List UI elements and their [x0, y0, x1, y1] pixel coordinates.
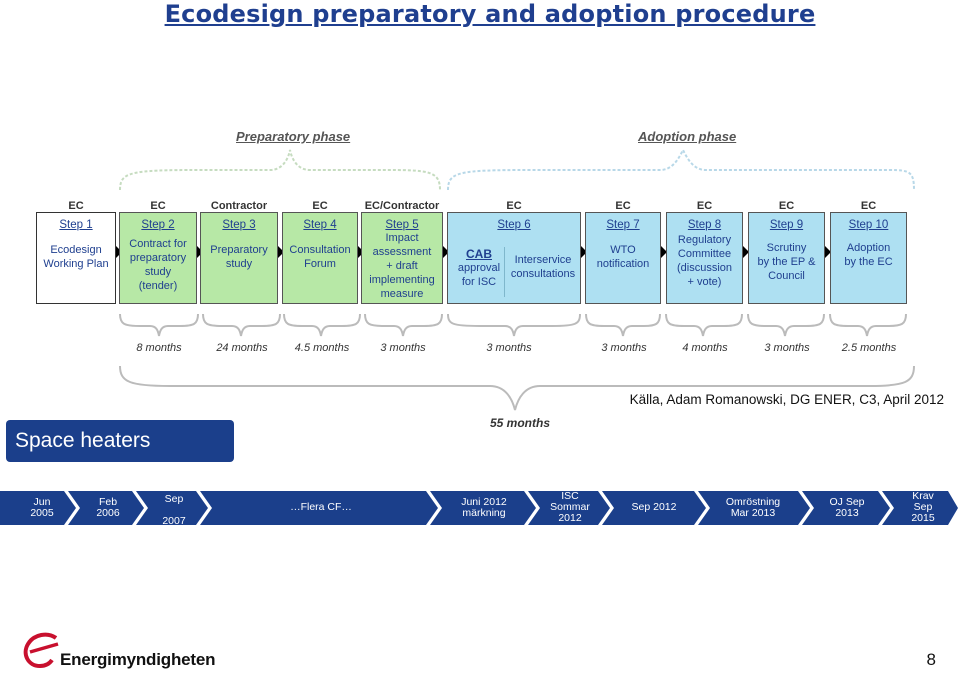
step-1-box: Step 1 Ecodesign Working Plan	[36, 212, 116, 304]
timeline-label: OJ Sep 2013	[829, 496, 865, 519]
step-7-title: Step 7	[606, 219, 640, 231]
step-6-divider	[504, 247, 505, 297]
step-1-text: Ecodesign Working Plan	[43, 244, 109, 270]
energimyndigheten-logo-icon	[23, 632, 59, 669]
timeline-chevron	[882, 491, 958, 525]
page-title: Ecodesign preparatory and adoption proce…	[164, 0, 816, 28]
page-number: 8	[926, 650, 936, 669]
step-4-box: Step 4 Consultation Forum	[282, 212, 358, 304]
step-4-text: Consultation Forum	[289, 244, 351, 270]
step-1-title: Step 1	[59, 219, 93, 231]
adoption-phase-brace	[447, 147, 915, 191]
step-3-title: Step 3	[222, 219, 256, 231]
total-duration-brace	[119, 365, 915, 411]
adoption-phase-label: Adoption phase	[638, 129, 737, 144]
duration-label: 24 months	[216, 342, 268, 354]
timeline-label: Krav Sep 2015	[911, 490, 935, 524]
total-duration-label: 55 months	[489, 416, 550, 430]
timeline-label: Omröstning Mar 2013	[725, 496, 781, 519]
step-4-title: Step 4	[303, 219, 337, 231]
duration-label: 3 months	[380, 342, 426, 354]
timeline-chevron	[602, 491, 706, 525]
duration-label: 3 months	[486, 342, 532, 354]
actor-step-8: EC	[696, 200, 713, 212]
step-2-box: Step 2 Contract for preparatory study (t…	[119, 212, 197, 304]
duration-label: 2.5 months	[841, 342, 897, 354]
step-6-cab-group: CAB approval for ISC	[454, 247, 504, 289]
step-2-text: Contract for preparatory study (tender)	[129, 238, 187, 292]
actor-step-5: EC/Contractor	[364, 200, 440, 212]
step-6-box: Step 6 CAB approval for ISC Interservice…	[447, 212, 581, 304]
actor-step-9: EC	[778, 200, 795, 212]
step-9-box: Step 9 Scrutiny by the EP & Council	[748, 212, 825, 304]
actor-step-10: EC	[860, 200, 877, 212]
preparatory-phase-brace	[119, 149, 441, 191]
timeline-label: Jun 2005	[30, 496, 54, 519]
step-8-box: Step 8 Regulatory Committee (discussion …	[666, 212, 743, 304]
timeline-label: Feb 2006	[96, 496, 120, 519]
step-3-text: Preparatory study	[210, 244, 268, 270]
step-6-cab: CAB	[466, 247, 492, 261]
actor-step-6: EC	[506, 200, 522, 212]
section-label: Space heaters	[15, 429, 151, 452]
step-7-box: Step 7 WTO notification	[585, 212, 661, 304]
timeline-chevron	[698, 491, 810, 525]
timeline-chevron	[68, 491, 144, 525]
actor-step-4: EC	[312, 200, 328, 212]
step-10-text: Adoption by the EC	[844, 242, 893, 268]
step-8-text: Regulatory Committee (discussion + vote)	[676, 234, 733, 288]
timeline-chevron	[136, 491, 208, 525]
step-6-title: Step 6	[497, 219, 531, 231]
duration-label: 3 months	[764, 342, 810, 354]
timeline-chevron	[430, 491, 536, 525]
duration-label: 4.5 months	[294, 342, 350, 354]
step-9-text: Scrutiny by the EP & Council	[757, 242, 816, 282]
duration-label: 8 months	[136, 342, 182, 354]
timeline-chevron	[802, 491, 890, 525]
duration-label: 3 months	[601, 342, 647, 354]
step-6-text: Interservice consultations	[510, 254, 576, 280]
step-6-cab-text: approval for ISC	[457, 262, 501, 288]
actor-step-2: EC	[150, 200, 166, 212]
step-5-title: Step 5	[385, 219, 419, 231]
duration-label: 4 months	[682, 342, 728, 354]
actor-step-7: EC	[615, 200, 631, 212]
source-caption: Källa, Adam Romanowski, DG ENER, C3, Apr…	[629, 392, 944, 407]
timeline-label: …Flera CF…	[290, 501, 352, 513]
actor-step-1: EC	[68, 200, 84, 212]
step-10-title: Step 10	[848, 219, 889, 231]
section-box: Space heaters	[6, 420, 234, 462]
actor-step-3: Contractor	[210, 200, 268, 212]
step-7-text: WTO notification	[596, 244, 650, 270]
step-5-box: Step 5 Impact assessment + draft impleme…	[361, 212, 443, 304]
step-9-title: Step 9	[769, 219, 804, 231]
timeline-chevron	[528, 491, 610, 525]
timeline-label: Juni 2012 märkning	[461, 496, 507, 519]
step-3-box: Step 3 Preparatory study	[200, 212, 278, 304]
duration-braces	[119, 313, 907, 337]
timeline-chevron	[200, 491, 438, 525]
step-8-title: Step 8	[687, 219, 722, 231]
timeline-label: Sep 2012	[631, 501, 677, 513]
timeline-chevron	[0, 491, 76, 525]
brand-name: Energimyndigheten	[60, 650, 216, 669]
preparatory-phase-label: Preparatory phase	[236, 129, 351, 144]
step-5-text: Impact assessment + draft implementing m…	[369, 232, 435, 300]
timeline-label: ISC Sommar 2012	[550, 490, 590, 524]
timeline-label: Sep 2007	[162, 493, 186, 527]
step-2-title: Step 2	[141, 219, 175, 231]
step-10-box: Step 10 Adoption by the EC	[830, 212, 907, 304]
